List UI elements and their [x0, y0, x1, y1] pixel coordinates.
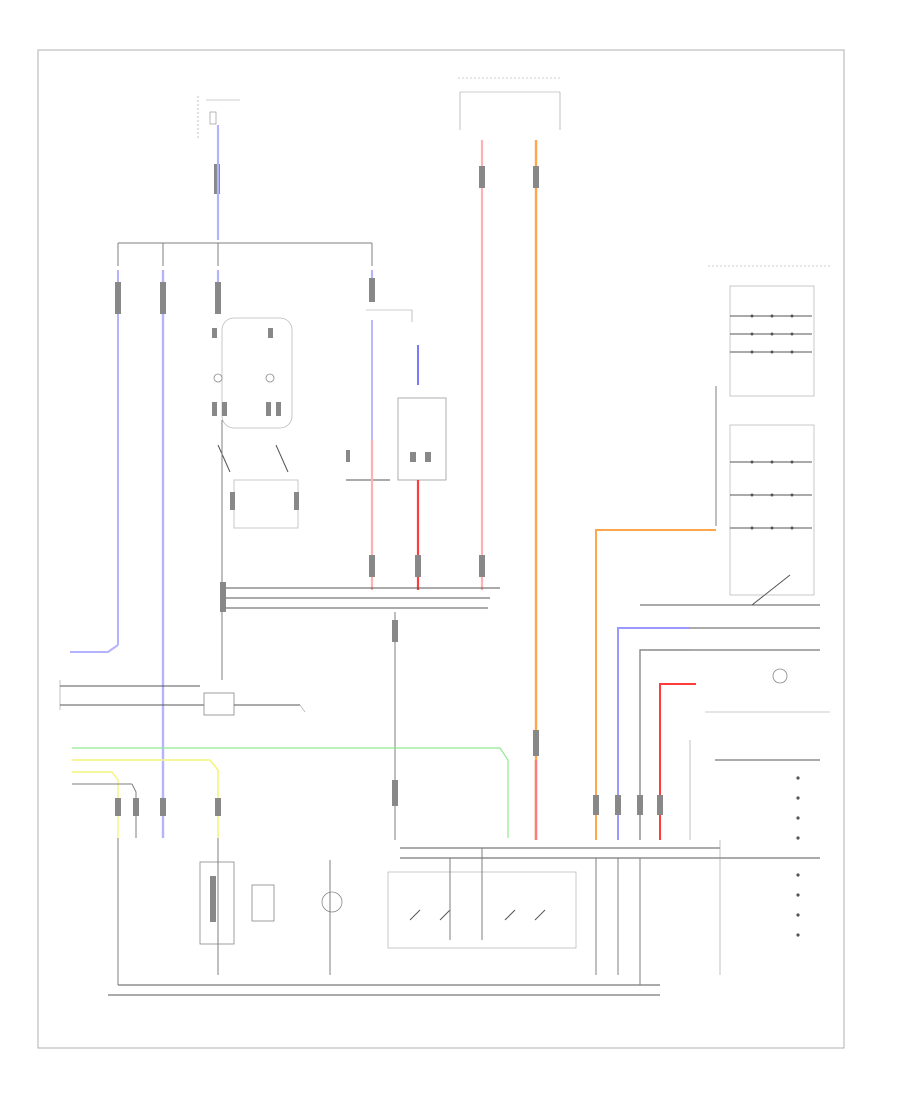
relay-block — [346, 309, 447, 481]
top-left-fuse-feed — [197, 96, 240, 240]
top-right-feeds — [369, 77, 561, 840]
right-colored-wires — [593, 529, 820, 840]
lamp-cluster — [212, 317, 299, 680]
blue-wires — [70, 270, 419, 838]
middle-connector-bus — [220, 582, 500, 840]
right-switch-matrix-upper — [708, 265, 830, 526]
colored-harness — [72, 747, 509, 838]
left-connector — [59, 680, 306, 716]
bottom-components — [199, 838, 577, 975]
diagram-frame — [37, 49, 845, 1049]
right-switch-matrix-lower — [729, 424, 815, 606]
right-lamp-list — [689, 668, 830, 975]
